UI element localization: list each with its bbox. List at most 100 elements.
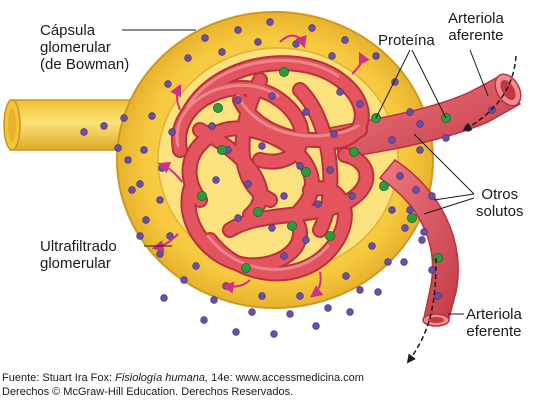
- solute-dot: [346, 308, 354, 316]
- capillary-tuft: [171, 55, 375, 282]
- capsule-label-line-1: Cápsula: [40, 22, 96, 39]
- afferent-label-line-1: Arteriola: [448, 10, 504, 27]
- solute-dot: [356, 100, 364, 108]
- other-solutes-label-line-2: solutos: [476, 203, 524, 220]
- solute-dot: [442, 134, 450, 142]
- solute-dot: [356, 286, 364, 294]
- ultrafiltrate-label: Ultrafiltrado glomerular: [40, 238, 117, 272]
- solute-dot: [268, 92, 276, 100]
- other-solutes-label: Otros solutos: [476, 186, 524, 220]
- protein-dot: [212, 103, 223, 114]
- leader-lines: [122, 29, 489, 315]
- solute-dot: [372, 52, 380, 60]
- protein-dot: [324, 230, 335, 241]
- solute-dot: [341, 36, 349, 44]
- solute-dot: [234, 26, 242, 34]
- protein-dot: [348, 146, 359, 157]
- ultrafiltrate-label-line-2: glomerular: [40, 255, 111, 272]
- rights-line: Derechos © McGraw-Hill Education. Derech…: [2, 386, 294, 398]
- solute-dot: [208, 122, 216, 130]
- protein-dot: [378, 180, 389, 191]
- ultrafiltrate-label-line-1: Ultrafiltrado: [40, 238, 117, 255]
- solute-dot: [234, 96, 242, 104]
- filtration-arrow: [157, 161, 183, 183]
- solute-dot: [244, 180, 252, 188]
- source-suffix: 14e: www.accessmedicina.com: [208, 372, 364, 384]
- solute-dot: [412, 186, 420, 194]
- protein-dot: [196, 190, 207, 201]
- solute-dot: [388, 136, 396, 144]
- solute-dot: [302, 236, 310, 244]
- filtration-arrow: [279, 34, 307, 49]
- filtration-arrow: [351, 51, 370, 75]
- solute-dot: [330, 130, 338, 138]
- capsule-label-line-3: (de Bowman): [40, 56, 130, 73]
- protein-dot: [432, 252, 443, 263]
- solute-dot: [296, 292, 304, 300]
- solute-dot: [80, 128, 88, 136]
- solute-dot: [128, 186, 136, 194]
- solute-dot: [328, 52, 336, 60]
- efferent-flow-arrow: [406, 257, 437, 364]
- protein-dot: [300, 166, 311, 177]
- solute-dot: [388, 206, 396, 214]
- solute-dot: [312, 322, 320, 330]
- solute-dot: [406, 108, 414, 116]
- protein-dot: [406, 212, 417, 223]
- solute-dot: [124, 156, 132, 164]
- solute-dot: [234, 214, 242, 222]
- afferent-label: Arteriola aferente: [448, 10, 504, 44]
- other-solutes-leader: [423, 197, 475, 215]
- solute-dot: [280, 192, 288, 200]
- solute-dot: [100, 122, 108, 130]
- solute-dot: [428, 192, 436, 200]
- other-solutes-leader: [433, 193, 475, 201]
- solute-dot: [374, 288, 382, 296]
- solute-dot: [324, 304, 332, 312]
- solute-dot: [156, 250, 164, 258]
- solute-dot: [326, 166, 334, 174]
- blood-flow-arrows: [406, 55, 517, 364]
- filtration-arrow: [221, 279, 251, 294]
- solute-dot: [418, 236, 426, 244]
- solute-dot: [258, 292, 266, 300]
- solute-dot: [420, 228, 428, 236]
- protein-dot: [240, 262, 251, 273]
- solute-dot: [148, 112, 156, 120]
- solute-dot: [218, 48, 226, 56]
- solute-dot: [342, 272, 350, 280]
- efferent-label: Arteriola eferente: [466, 306, 522, 340]
- solute-dot: [201, 34, 209, 42]
- protein-dot: [286, 220, 297, 231]
- solute-dot: [428, 266, 436, 274]
- solute-dot: [336, 88, 344, 96]
- capsule-label: Cápsula glomerular (de Bowman): [40, 22, 129, 73]
- solute-dot: [270, 330, 278, 338]
- solute-dot: [434, 292, 442, 300]
- solute-dot: [210, 296, 218, 304]
- efferent-label-line-1: Arteriola: [466, 306, 522, 323]
- solute-dot: [368, 242, 376, 250]
- solute-dot: [400, 258, 408, 266]
- solute-dot: [168, 128, 176, 136]
- solute-dot: [268, 224, 276, 232]
- filtration-arrow: [310, 271, 324, 298]
- solute-dot: [416, 120, 424, 128]
- solute-dot: [142, 216, 150, 224]
- solute-dot: [156, 196, 164, 204]
- solute-dot: [258, 142, 266, 150]
- solute-dot: [140, 146, 148, 154]
- protein-leader: [375, 49, 411, 119]
- protein-dot: [278, 67, 289, 78]
- source-prefix: Fuente: Stuart Ira Fox:: [2, 372, 116, 384]
- solute-dot: [308, 24, 316, 32]
- filtration-arrow: [170, 83, 182, 111]
- solute-dot: [286, 310, 294, 318]
- solute-dot: [248, 308, 256, 316]
- solute-dot: [136, 232, 144, 240]
- protein-label: Proteína: [378, 32, 435, 49]
- solute-dot: [192, 262, 200, 270]
- solute-dot: [200, 316, 208, 324]
